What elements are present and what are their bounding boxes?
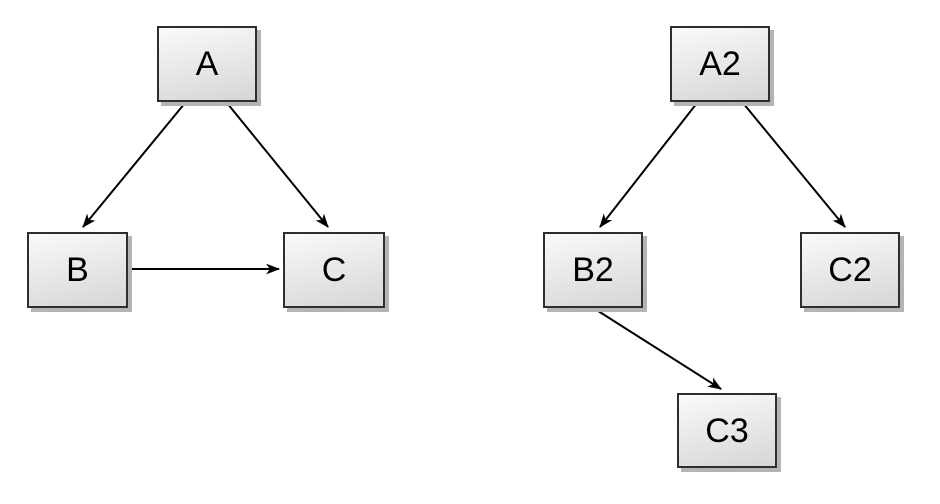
node-label-B: B <box>66 251 89 289</box>
node-B2[interactable]: B2 <box>543 232 643 308</box>
edge-A2-C2[interactable] <box>742 102 846 228</box>
node-C3[interactable]: C3 <box>677 393 777 468</box>
node-label-C: C <box>321 251 347 289</box>
node-label-C3: C3 <box>705 411 749 450</box>
edge-A2-B2[interactable] <box>599 102 698 228</box>
node-label-A: A <box>195 45 219 83</box>
node-B[interactable]: B <box>27 232 128 308</box>
node-A2[interactable]: A2 <box>670 26 770 102</box>
edge-A-C[interactable] <box>226 102 329 228</box>
node-label-A2: A2 <box>699 45 741 83</box>
node-label-C2: C2 <box>828 251 872 289</box>
edge-B2-C3[interactable] <box>594 308 722 390</box>
node-label-B2: B2 <box>572 251 614 289</box>
node-C[interactable]: C <box>283 232 385 308</box>
node-C2[interactable]: C2 <box>800 232 900 308</box>
node-A[interactable]: A <box>157 26 257 102</box>
edge-A-B[interactable] <box>82 102 186 228</box>
